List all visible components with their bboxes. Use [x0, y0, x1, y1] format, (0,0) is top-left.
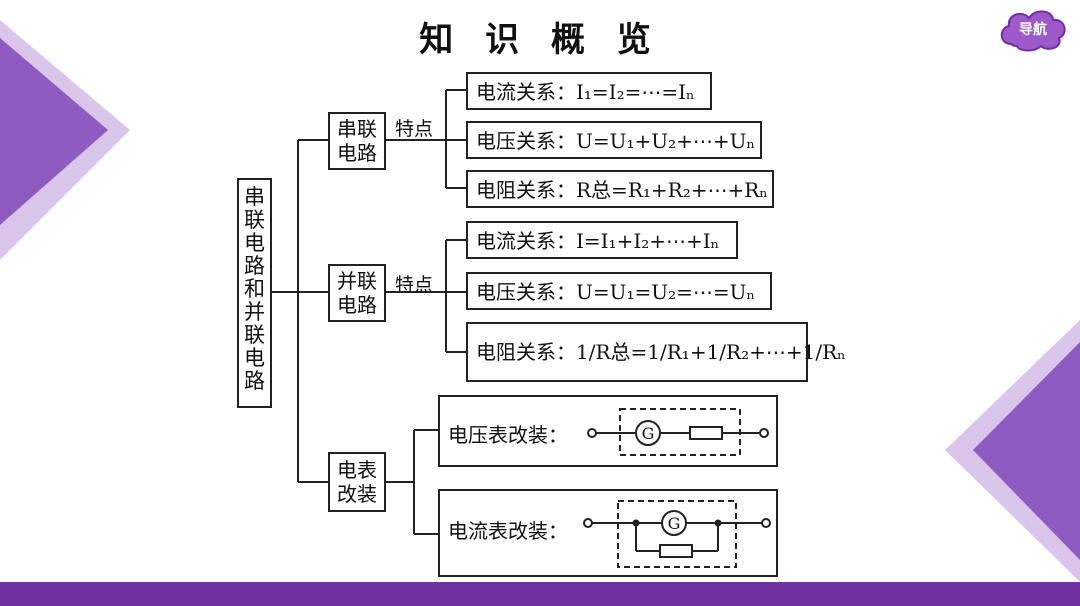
decor-triangle-right: [945, 320, 1080, 582]
series-voltage-relation: 电压关系：U=U₁+U₂+⋯+Uₙ: [466, 121, 762, 159]
series-feature-label: 特点: [395, 118, 434, 140]
series-node: 串联电路: [328, 112, 386, 170]
nav-button-label: 导航: [1019, 22, 1047, 38]
galvanometer-symbol-voltmeter: G: [642, 424, 655, 443]
parallel-voltage-relation: 电压关系：U=U₁=U₂=⋯=Uₙ: [466, 272, 772, 310]
voltmeter-circuit: G: [587, 408, 769, 456]
parallel-resistance-relation: 电阻关系：1/R总=1/R₁+1/R₂+⋯+1/Rₙ: [466, 322, 846, 382]
meter-label: 电表改装: [337, 458, 377, 506]
root-label: 串联电路和并联电路: [244, 185, 265, 393]
parallel-current-relation: 电流关系：I=I₁+I₂+⋯+Iₙ: [466, 221, 738, 259]
series-resistance-relation: 电阻关系：R总=R₁+R₂+⋯+Rₙ: [466, 170, 774, 208]
voltmeter-box: 电压表改装： G: [438, 395, 778, 467]
cloud-icon: [1000, 10, 1066, 52]
series-label: 串联电路: [337, 117, 377, 165]
page-title: 知 识 概 览: [419, 20, 661, 60]
parallel-feature-label: 特点: [395, 274, 434, 296]
decor-triangle-left: [0, 20, 130, 260]
nav-button[interactable]: 导航: [997, 6, 1069, 52]
galvanometer-symbol-ammeter: G: [668, 514, 681, 533]
ammeter-label: 电流表改装：: [448, 519, 568, 543]
footer-bar: [0, 582, 1080, 606]
parallel-node: 并联电路: [328, 264, 386, 322]
meter-node: 电表改装: [328, 452, 386, 512]
ammeter-circuit: G: [583, 500, 771, 568]
parallel-label: 并联电路: [337, 269, 377, 317]
root-node: 串联电路和并联电路: [237, 178, 272, 408]
voltmeter-label: 电压表改装：: [448, 423, 568, 447]
series-current-relation: 电流关系：I₁=I₂=⋯=Iₙ: [466, 72, 712, 110]
ammeter-box: 电流表改装： G: [438, 489, 778, 577]
